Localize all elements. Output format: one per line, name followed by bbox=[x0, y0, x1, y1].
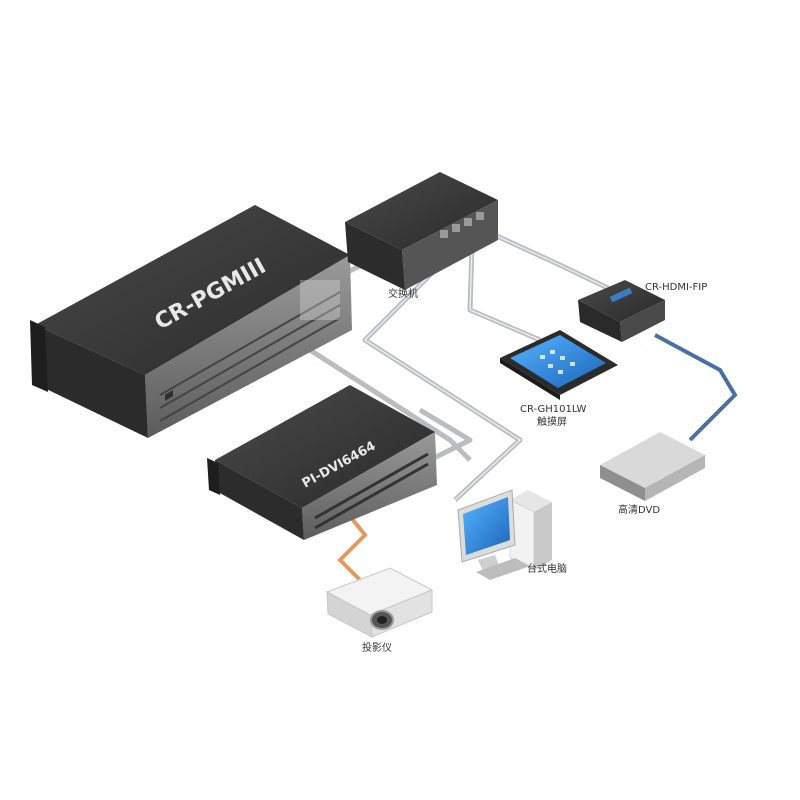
computer-label: 台式电脑 bbox=[527, 562, 567, 575]
hdmi-fip-label: CR-HDMI-FIP bbox=[645, 282, 707, 293]
switch-box-icon bbox=[345, 172, 498, 250]
switch-label: 交换机 bbox=[388, 287, 418, 300]
cable-controller-to-matrix bbox=[308, 347, 472, 462]
converter-box-icon bbox=[578, 280, 665, 322]
network-switch: 交换机 bbox=[345, 172, 498, 300]
touch-panel: CR-GH101LW 触摸屏 bbox=[500, 330, 618, 428]
projector: 投影仪 bbox=[325, 567, 434, 654]
hdmi-fip-converter: CR-HDMI-FIP bbox=[578, 280, 707, 342]
cable-fip-to-dvd bbox=[654, 333, 738, 442]
projector-label: 投影仪 bbox=[362, 641, 392, 654]
touch-panel-sublabel: 触摸屏 bbox=[537, 415, 567, 428]
main-controller: CR-PGMIII bbox=[30, 205, 352, 438]
desktop-pc-icon bbox=[510, 490, 552, 512]
cable-matrix-to-projector bbox=[337, 508, 368, 582]
cable-controller-to-matrix-2 bbox=[418, 407, 473, 463]
touch-panel-label: CR-GH101LW bbox=[520, 404, 587, 415]
matrix-switcher: PI-DVI6464 bbox=[207, 385, 437, 540]
rack-chassis-icon bbox=[35, 205, 350, 375]
dvd-player-icon bbox=[600, 432, 705, 488]
dvd-player: 高清DVD bbox=[600, 432, 705, 516]
desktop-computer: 台式电脑 bbox=[457, 489, 567, 580]
dvd-label: 高清DVD bbox=[618, 503, 660, 516]
